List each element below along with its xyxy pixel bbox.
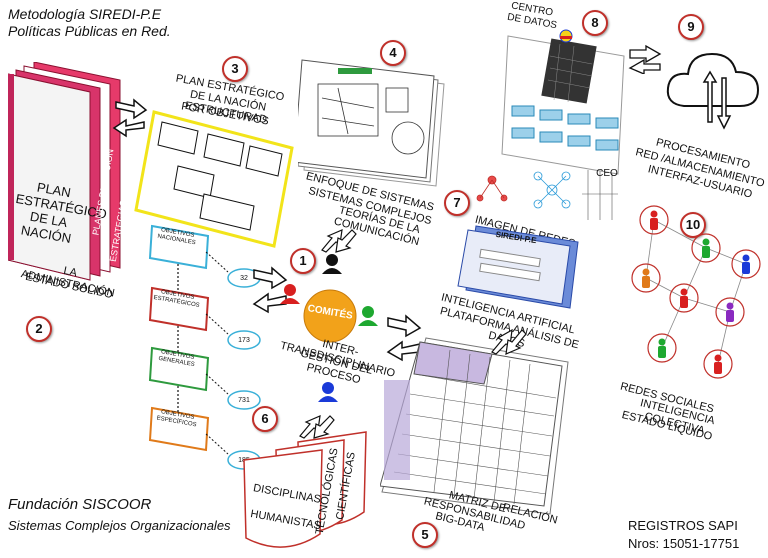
step-6-badge: 6 [252,406,278,432]
book-stack [7,61,128,292]
double-arrow-icon [252,266,288,314]
step-5-badge: 5 [412,522,438,548]
double-arrow-icon [321,229,357,253]
title-line-1: Metodología SIREDI-P.E [8,6,162,22]
double-arrow-icon [112,98,148,138]
objective-cascade [148,224,261,470]
social-network-graph [631,205,761,379]
level-count-2: 173 [238,337,250,344]
double-arrow-icon [491,328,527,355]
step-1-badge: 1 [290,248,316,274]
step-8-badge: 8 [582,10,608,36]
title-line-2: Políticas Públicas en Red. [8,23,171,39]
step-4-badge: 4 [380,40,406,66]
step-9-badge: 9 [678,14,704,40]
registry-line-2: Nros: 15051-17751 [628,536,740,551]
step-2-badge: 2 [26,316,52,342]
network-images [476,170,618,220]
cloud-icon [666,52,760,130]
book-front-title: PLAN ESTRATÉGICO DE LA NACIÓN [14,179,108,246]
systems-diagram-sheets [298,59,445,187]
discipline-cards [243,431,367,548]
step-7-badge: 7 [444,190,470,216]
double-arrow-icon [299,415,335,439]
responsibility-matrix [380,337,569,515]
objectives-panel [134,110,294,248]
double-arrow-icon [628,44,662,74]
committees-cluster [280,254,378,402]
step-10-badge: 10 [680,212,706,238]
platform-window [457,225,579,309]
step-3-badge: 3 [222,56,248,82]
level-count-3: 731 [238,397,250,404]
data-center-panel [501,29,625,175]
org-subtitle: Sistemas Complejos Organizacionales [8,518,231,533]
ceo-label: CEO [596,168,618,179]
registry-line-1: REGISTROS SAPI [628,518,738,533]
level-count-1: 32 [240,275,248,282]
org-name: Fundación SISCOOR [8,496,152,513]
